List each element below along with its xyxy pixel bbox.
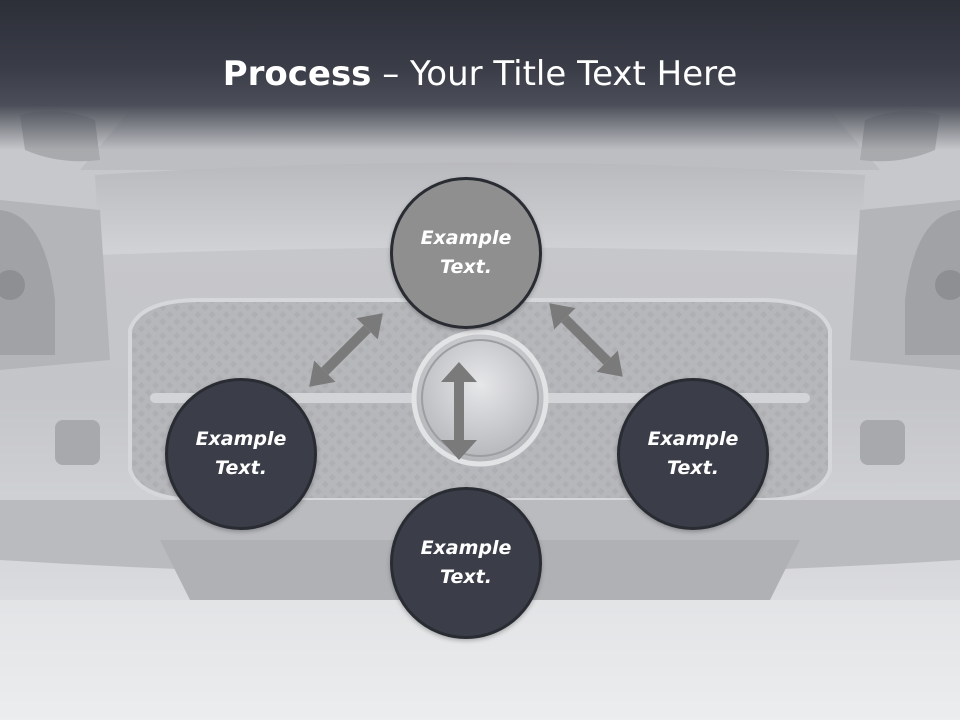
title-bold-part: Process [222, 54, 372, 94]
process-node-top: Example Text. [390, 177, 542, 329]
double-arrow-top-left [309, 313, 383, 387]
node-label: Example Text. [647, 428, 739, 479]
slide-title: Process – Your Title Text Here [0, 52, 960, 96]
process-node-right: Example Text. [617, 378, 769, 530]
double-arrow-vertical [441, 362, 477, 460]
title-band [0, 0, 960, 150]
double-arrow-top-right [549, 303, 623, 377]
node-label: Example Text. [195, 428, 287, 479]
process-node-bottom: Example Text. [390, 487, 542, 639]
title-rest-part: – Your Title Text Here [371, 54, 738, 94]
node-label: Example Text. [420, 227, 512, 278]
node-label: Example Text. [420, 537, 512, 588]
process-node-left: Example Text. [165, 378, 317, 530]
